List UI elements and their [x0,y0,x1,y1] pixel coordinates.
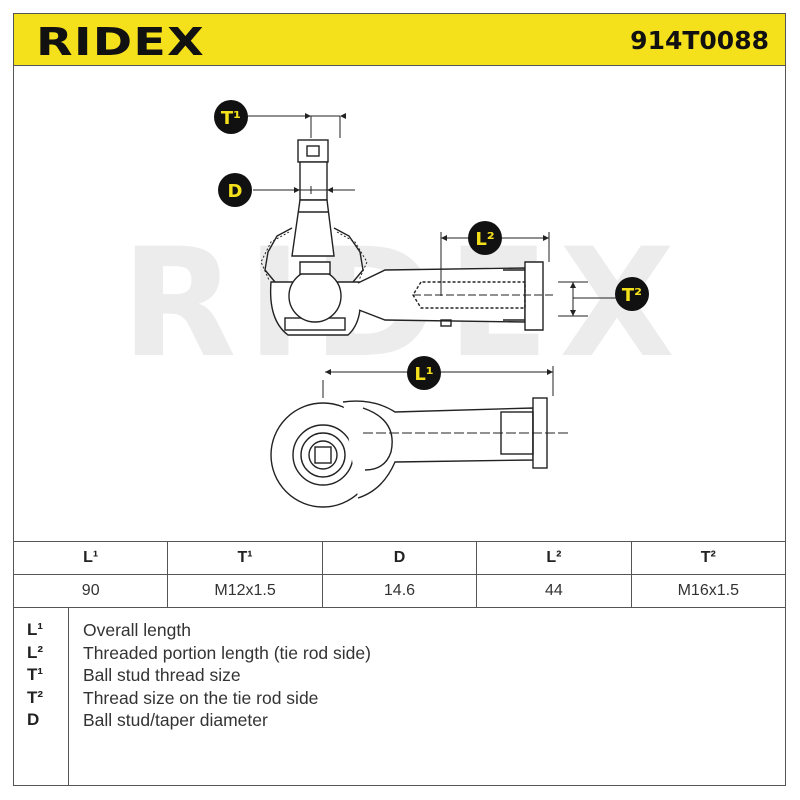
stud-hex-socket [306,145,320,157]
legend-key: L¹ [27,620,44,639]
label-t2: T² [622,285,642,306]
spec-value-d: 14.6 [321,574,478,608]
legend-text: Overall length [83,620,191,640]
legend-text: Threaded portion length (tie rod side) [83,643,371,663]
legend-item: T¹ Ball stud thread size [13,665,786,687]
internal-thread [412,281,526,309]
legend-key: T¹ [27,665,44,684]
ball-joint [288,269,342,323]
stud-thread [299,161,328,201]
legend-key: D [27,710,40,729]
spec-header-l2: L² [476,541,632,575]
label-l1: L¹ [414,364,433,385]
legend-text: Ball stud/taper diameter [83,710,268,730]
part-number: 914T0088 [630,26,769,55]
spec-header-d: D [321,541,478,575]
spec-value-t1: M12x1.5 [167,574,323,608]
legend: L¹ Overall length L² Threaded portion le… [13,608,786,786]
brand-logo: RIDEX [36,20,206,64]
arm-side-view [342,400,534,499]
spec-value-l1: 90 [12,574,169,608]
legend-item: L¹ Overall length [13,620,786,642]
stud-taper [291,199,335,257]
label-l2: L² [475,229,494,250]
rubber-boot [264,227,364,283]
spec-value-l2: 44 [476,574,632,608]
label-l1-bubble: L¹ [407,356,441,390]
label-t2-bubble: T² [615,277,649,311]
label-d-bubble: D [218,173,252,207]
label-l2-bubble: L² [468,221,502,255]
technical-drawing: RIDEX [13,66,786,542]
legend-key: L² [27,643,44,662]
legend-divider [68,608,69,786]
legend-text: Thread size on the tie rod side [83,688,319,708]
spec-table: L¹ T¹ D L² T² 90 M12x1.5 14.6 44 M16x1.5 [12,541,787,608]
spec-header-t1: T¹ [167,541,323,575]
stud-thread-tip [297,139,329,163]
legend-item: D Ball stud/taper diameter [13,710,786,732]
spec-value-t2: M16x1.5 [630,574,787,608]
spec-value-row: 90 M12x1.5 14.6 44 M16x1.5 [12,574,787,608]
tie-rod-end-drawing: RIDEX [121,100,675,508]
label-t1: T¹ [221,108,241,129]
legend-item: L² Threaded portion length (tie rod side… [13,643,786,665]
label-d: D [228,181,243,202]
legend-text: Ball stud thread size [83,665,241,685]
legend-key: T² [27,688,44,707]
spec-header-t2: T² [630,541,787,575]
spec-header-l1: L¹ [12,541,169,575]
spec-header-row: L¹ T¹ D L² T² [12,541,787,575]
header-bar: RIDEX 914T0088 [13,13,786,66]
label-t1-bubble: T¹ [214,100,248,134]
legend-item: T² Thread size on the tie rod side [13,688,786,710]
